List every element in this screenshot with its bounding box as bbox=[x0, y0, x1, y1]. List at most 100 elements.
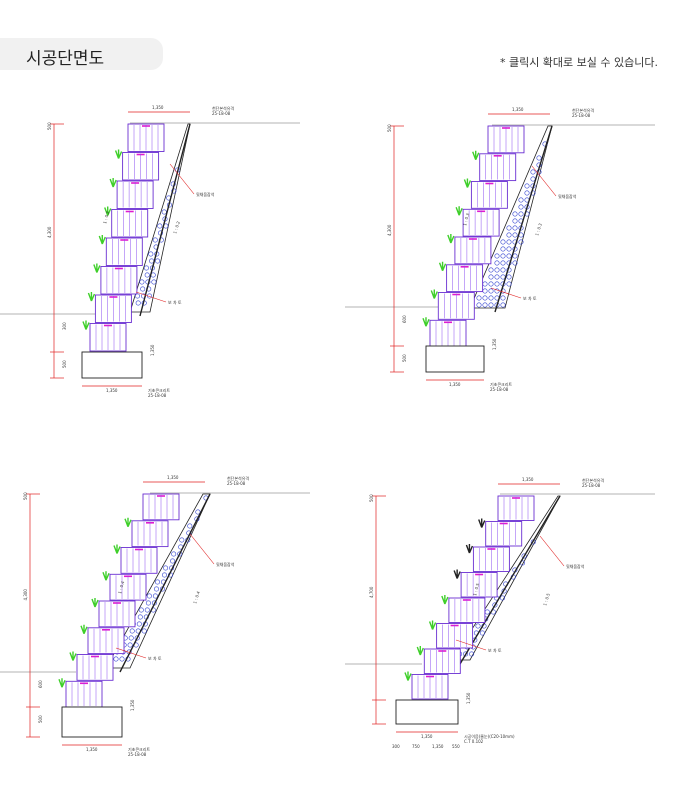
back-slope-line bbox=[459, 495, 561, 665]
top-width-label: 1,350 bbox=[512, 107, 524, 112]
gravel-circle bbox=[488, 288, 494, 294]
gravel-circle bbox=[482, 295, 488, 301]
soil-label: 보 차 토 bbox=[148, 655, 162, 661]
gravel-circle bbox=[476, 302, 482, 308]
plant-grass bbox=[441, 595, 449, 605]
small-height-label: 1,350 bbox=[130, 699, 135, 711]
gravel-circle bbox=[135, 293, 141, 299]
top-width-label: 1,350 bbox=[167, 475, 179, 480]
gravel-circle bbox=[524, 183, 530, 189]
gravel-circle bbox=[506, 232, 512, 238]
gravel-circle bbox=[536, 155, 542, 161]
gravel-circle bbox=[492, 602, 498, 608]
retaining-blocks bbox=[404, 495, 535, 700]
gravel-circle bbox=[488, 281, 494, 287]
slope-b-label: 1 : 0.4 bbox=[192, 590, 201, 604]
gravel-circle bbox=[500, 246, 506, 252]
base-note-code-label: 25-18-08 bbox=[490, 387, 509, 392]
gravel-circle bbox=[499, 595, 505, 601]
plant-grass bbox=[428, 620, 437, 630]
small-height-label: 1,350 bbox=[492, 338, 497, 350]
gravel-circle bbox=[177, 551, 183, 557]
slope-a-label: 1 : 0.4 bbox=[117, 580, 125, 594]
gravel-circle bbox=[506, 274, 512, 280]
gravel-circle bbox=[518, 211, 524, 217]
gravel-circle bbox=[129, 628, 135, 634]
fill-label: 뒷채움잡석 bbox=[196, 191, 215, 197]
gravel-circle bbox=[128, 635, 134, 641]
gravel-circle bbox=[482, 302, 488, 308]
gravel-circle bbox=[494, 260, 500, 266]
plant-grass bbox=[463, 178, 472, 188]
gravel-circle bbox=[512, 239, 518, 245]
plant-grass bbox=[98, 235, 106, 245]
plant-grass bbox=[91, 598, 99, 608]
gravel-circle bbox=[488, 274, 494, 280]
gravel-circle bbox=[157, 223, 163, 229]
top-note-code-label: 25-18-08 bbox=[572, 113, 591, 118]
back-slope-line bbox=[119, 493, 211, 673]
gravel-circle bbox=[506, 239, 512, 245]
plant-grass bbox=[113, 544, 121, 554]
title-tab bbox=[0, 38, 163, 70]
gravel-circle bbox=[138, 607, 144, 613]
gravel-circle bbox=[488, 302, 494, 308]
base-note-code-label: C.T 0.102 bbox=[464, 739, 484, 744]
gravel-circle bbox=[187, 523, 193, 529]
leader-line bbox=[490, 287, 522, 299]
plant-grass bbox=[422, 317, 430, 327]
plant-grass bbox=[447, 234, 455, 244]
base-width-label: 1,350 bbox=[449, 382, 461, 387]
plant-grass bbox=[104, 206, 112, 216]
embed-label: 300 bbox=[62, 322, 67, 330]
leader-line bbox=[115, 647, 147, 659]
base-height-label: 500 bbox=[402, 354, 407, 362]
top-note-label: 천단본석유격 bbox=[572, 107, 594, 113]
plant-grass bbox=[109, 178, 117, 188]
dimension-lines bbox=[50, 111, 195, 387]
gravel-circle bbox=[463, 651, 469, 657]
gravel-circle bbox=[170, 558, 176, 564]
base-segment-label: 1,350 bbox=[432, 744, 444, 749]
height-label: 4,300 bbox=[47, 226, 52, 238]
dimension-lines bbox=[26, 481, 215, 746]
back-slope-line bbox=[139, 123, 191, 317]
gravel-circle bbox=[152, 593, 158, 599]
gravel-circle bbox=[506, 225, 512, 231]
gravel-circle bbox=[139, 279, 145, 285]
gravel-circle bbox=[143, 265, 149, 271]
soil-label: 보 차 토 bbox=[523, 295, 537, 301]
small-height-label: 1,350 bbox=[466, 692, 471, 704]
leader-line bbox=[189, 533, 215, 565]
cut-label: 500 bbox=[47, 122, 52, 130]
top-note-label: 천단본석유격 bbox=[582, 477, 604, 483]
gravel-circle bbox=[140, 286, 146, 292]
height-label: 4,300 bbox=[23, 589, 28, 601]
fill-label: 뒷채움잡석 bbox=[566, 563, 585, 569]
slope-a-label: 1 : 0.5 bbox=[472, 582, 480, 596]
gravel-circle bbox=[469, 651, 475, 657]
plant-grass bbox=[93, 263, 101, 273]
slope-b-label: 1 : 0.2 bbox=[172, 220, 181, 234]
gravel-circle bbox=[171, 551, 177, 557]
gravel-circle bbox=[512, 260, 518, 266]
base-note-label: 시공이음(줄눈)(C20-10mm) bbox=[464, 733, 515, 739]
gravel-circle bbox=[141, 628, 147, 634]
fill-label: 뒷채움잡석 bbox=[216, 561, 235, 567]
foundation-concrete bbox=[81, 351, 143, 379]
gravel-circle bbox=[500, 260, 506, 266]
cut-label: 500 bbox=[369, 494, 374, 502]
gravel-circle bbox=[506, 246, 512, 252]
plant-grass bbox=[478, 518, 486, 528]
leader-line bbox=[135, 291, 167, 303]
gravel-circle bbox=[518, 197, 524, 203]
cut-label: 500 bbox=[387, 124, 392, 132]
gravel-circle bbox=[135, 300, 141, 306]
plant-grass bbox=[87, 292, 96, 302]
top-note-code-label: 25-18-08 bbox=[227, 481, 246, 486]
gravel-circle bbox=[479, 630, 485, 636]
